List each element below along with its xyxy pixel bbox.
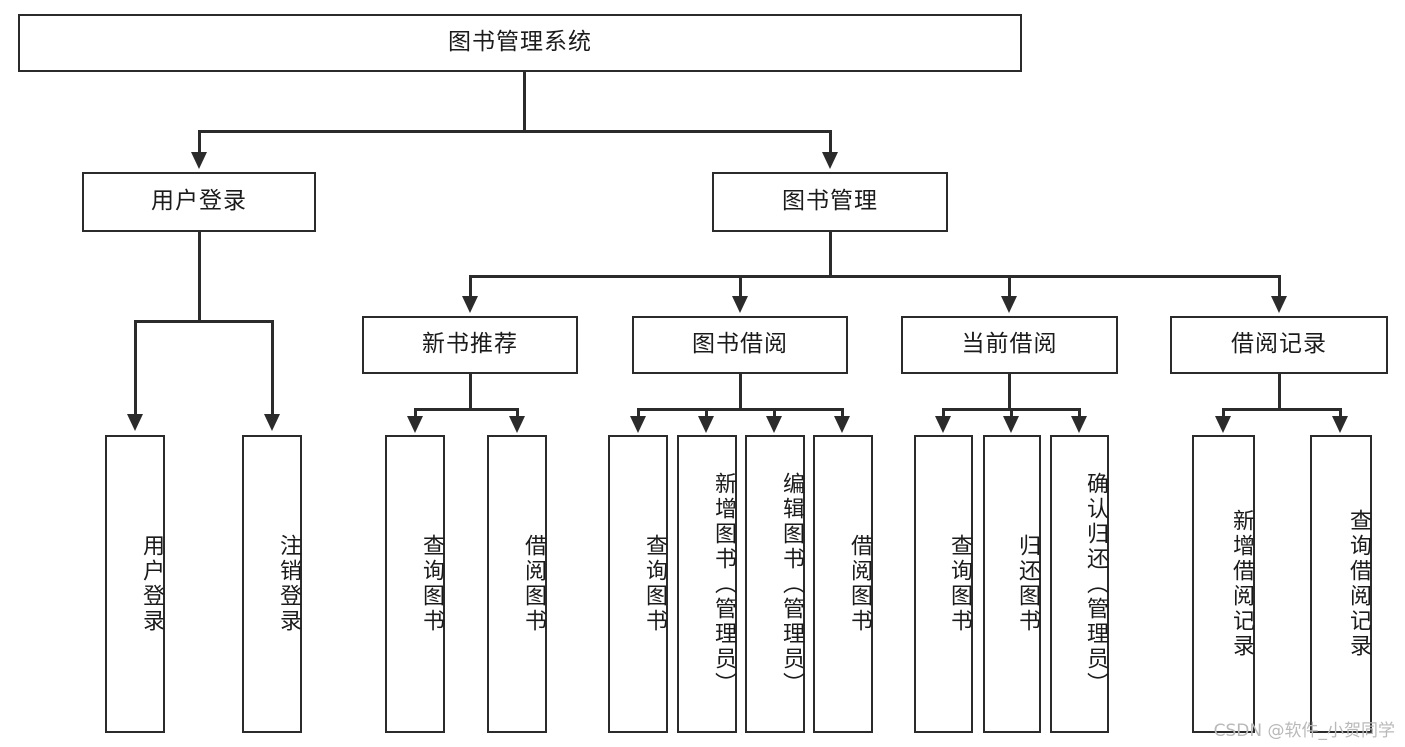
connector-drop-borrow-record xyxy=(1278,275,1281,297)
node-label: 查询图书 xyxy=(947,534,972,634)
arrow-to-user-login xyxy=(191,152,207,169)
node-leaf-query-record[interactable]: 查询借阅记录 xyxy=(1310,435,1372,733)
node-root-system[interactable]: 图书管理系统 xyxy=(18,14,1022,72)
node-book-manage[interactable]: 图书管理 xyxy=(712,172,948,232)
connector-level2-bus xyxy=(198,130,831,133)
connector-drop-leaf-edit-book xyxy=(773,408,776,417)
connector-root-stem xyxy=(523,72,526,132)
connector-drop-leaf-borrow-book-1 xyxy=(516,408,519,417)
node-label: 编辑图书（管理员） xyxy=(779,471,804,697)
node-leaf-logout[interactable]: 注销登录 xyxy=(242,435,302,733)
arrow-to-leaf-logout xyxy=(264,414,280,431)
connector-drop-leaf-user-login xyxy=(134,320,137,415)
connector-drop-leaf-return-book xyxy=(1010,408,1013,417)
connector-drop-leaf-borrow-book-2 xyxy=(841,408,844,417)
node-borrow-record[interactable]: 借阅记录 xyxy=(1170,316,1388,374)
connector-drop-current-borrow xyxy=(1008,275,1011,297)
arrow-to-leaf-query-book-1 xyxy=(407,416,423,433)
node-label: 查询图书 xyxy=(419,534,444,634)
node-label: 新增图书（管理员） xyxy=(711,471,736,697)
node-label: 当前借阅 xyxy=(961,331,1058,358)
node-label: 借阅记录 xyxy=(1231,331,1327,358)
node-leaf-borrow-book-1[interactable]: 借阅图书 xyxy=(487,435,547,733)
connector-drop-book-borrow xyxy=(739,275,742,297)
connector-drop-leaf-query-record xyxy=(1339,408,1342,417)
connector-drop-leaf-query-book-3 xyxy=(942,408,945,417)
arrow-to-book-borrow xyxy=(732,296,748,313)
node-book-borrow[interactable]: 图书借阅 xyxy=(632,316,848,374)
connector-drop-leaf-confirm-return xyxy=(1078,408,1081,417)
node-label: 新增借阅记录 xyxy=(1229,509,1254,659)
connector-book-borrow-stem xyxy=(739,374,742,410)
node-label: 用户登录 xyxy=(139,534,164,634)
connector-drop-book-manage xyxy=(829,130,832,153)
node-leaf-query-book-3[interactable]: 查询图书 xyxy=(914,435,973,733)
arrow-to-current-borrow xyxy=(1001,296,1017,313)
arrow-to-leaf-return-book xyxy=(1003,416,1019,433)
connector-borrow-record-stem xyxy=(1278,374,1281,410)
connector-level3-bus xyxy=(469,275,1280,278)
node-label: 借阅图书 xyxy=(521,534,546,634)
arrow-to-leaf-borrow-book-1 xyxy=(509,416,525,433)
arrow-to-borrow-record xyxy=(1271,296,1287,313)
arrow-to-leaf-query-book-2 xyxy=(630,416,646,433)
arrow-to-new-book-recommend xyxy=(462,296,478,313)
connector-drop-leaf-add-book xyxy=(705,408,708,417)
node-label: 查询图书 xyxy=(642,534,667,634)
node-label: 图书管理系统 xyxy=(448,29,592,56)
node-label: 图书借阅 xyxy=(692,331,788,358)
arrow-to-leaf-edit-book xyxy=(766,416,782,433)
arrow-to-leaf-add-book xyxy=(698,416,714,433)
connector-user-login-bus xyxy=(134,320,273,323)
connector-drop-leaf-query-book-2 xyxy=(637,408,640,417)
connector-current-borrow-stem xyxy=(1008,374,1011,410)
node-label: 新书推荐 xyxy=(422,331,518,358)
node-leaf-add-book[interactable]: 新增图书（管理员） xyxy=(677,435,737,733)
node-leaf-edit-book[interactable]: 编辑图书（管理员） xyxy=(745,435,805,733)
node-leaf-return-book[interactable]: 归还图书 xyxy=(983,435,1041,733)
connector-new-book-stem xyxy=(469,374,472,410)
node-label: 确认归还（管理员） xyxy=(1083,471,1108,697)
connector-book-manage-stem xyxy=(829,232,832,277)
connector-borrow-record-bus xyxy=(1222,408,1341,411)
node-label: 借阅图书 xyxy=(847,534,872,634)
node-new-book-recommend[interactable]: 新书推荐 xyxy=(362,316,578,374)
csdn-watermark: CSDN @软件_小贺同学 xyxy=(1213,721,1395,741)
connector-user-login-stem xyxy=(198,232,201,322)
connector-new-book-bus xyxy=(414,408,519,411)
node-current-borrow[interactable]: 当前借阅 xyxy=(901,316,1118,374)
node-label: 图书管理 xyxy=(782,188,878,215)
arrow-to-leaf-borrow-book-2 xyxy=(834,416,850,433)
arrow-to-leaf-confirm-return xyxy=(1071,416,1087,433)
connector-drop-leaf-logout xyxy=(271,320,274,415)
arrow-to-book-manage xyxy=(822,152,838,169)
node-leaf-confirm-return[interactable]: 确认归还（管理员） xyxy=(1050,435,1109,733)
node-label: 注销登录 xyxy=(276,534,301,634)
node-label: 归还图书 xyxy=(1015,534,1040,634)
node-leaf-query-book-1[interactable]: 查询图书 xyxy=(385,435,445,733)
connector-book-borrow-bus xyxy=(637,408,843,411)
node-label: 查询借阅记录 xyxy=(1346,509,1371,659)
arrow-to-leaf-user-login xyxy=(127,414,143,431)
arrow-to-leaf-add-record xyxy=(1215,416,1231,433)
arrow-to-leaf-query-record xyxy=(1332,416,1348,433)
connector-drop-new-book-recommend xyxy=(469,275,472,297)
node-leaf-user-login[interactable]: 用户登录 xyxy=(105,435,165,733)
node-label: 用户登录 xyxy=(151,188,247,215)
connector-drop-leaf-add-record xyxy=(1222,408,1225,417)
node-leaf-query-book-2[interactable]: 查询图书 xyxy=(608,435,668,733)
connector-drop-user-login xyxy=(198,130,201,153)
arrow-to-leaf-query-book-3 xyxy=(935,416,951,433)
connector-drop-leaf-query-book-1 xyxy=(414,408,417,417)
node-leaf-add-record[interactable]: 新增借阅记录 xyxy=(1192,435,1255,733)
node-leaf-borrow-book-2[interactable]: 借阅图书 xyxy=(813,435,873,733)
node-user-login[interactable]: 用户登录 xyxy=(82,172,316,232)
